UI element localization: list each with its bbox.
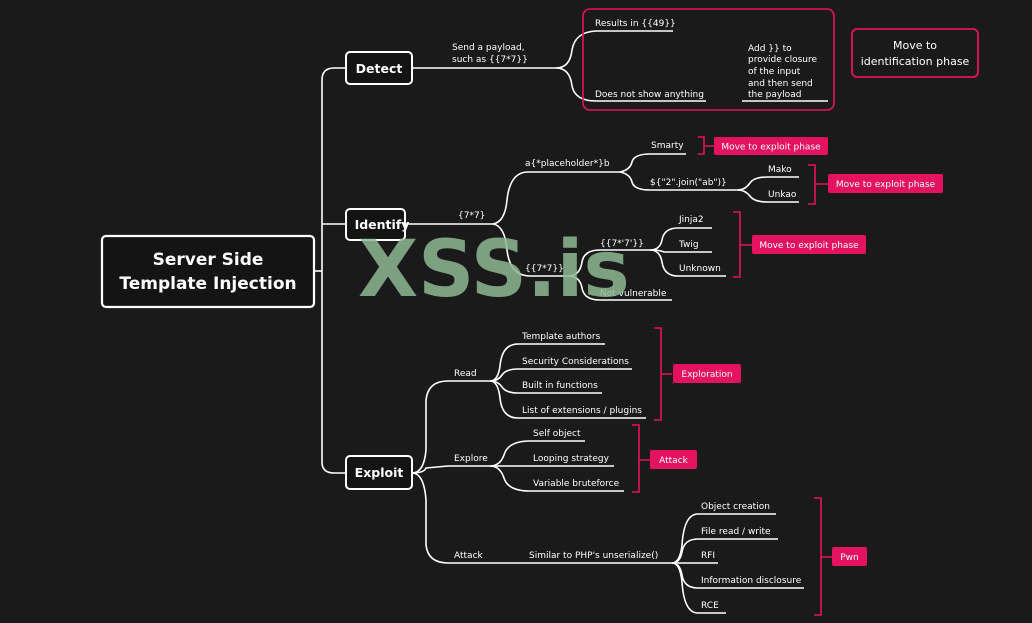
- result-none: Does not show anything: [595, 90, 704, 100]
- twig-label: Twig: [678, 240, 699, 250]
- not-vulnerable-label: Not vulnerable: [600, 289, 667, 299]
- attack-item-3: RFI: [701, 551, 715, 561]
- smarty-label: Smarty: [651, 141, 684, 151]
- exploit-labels: Read Template authors Security Considera…: [454, 332, 802, 611]
- attack-item-5: RCE: [701, 601, 719, 611]
- read-item-2: Security Considerations: [522, 357, 629, 367]
- detect-node[interactable]: Detect: [345, 51, 413, 85]
- tag-exploit-jinja-label: Move to exploit phase: [759, 241, 859, 251]
- read-item-3: Built in functions: [522, 381, 598, 391]
- detect-label: Detect: [356, 61, 403, 76]
- tag-exploit-smarty[interactable]: Move to exploit phase: [714, 137, 828, 155]
- tag-brackets: [582, 8, 835, 616]
- result-ok: Results in {{49}}: [595, 19, 676, 29]
- attack-item-1: Object creation: [701, 502, 770, 512]
- tag-exploit-mako[interactable]: Move to exploit phase: [828, 174, 943, 193]
- root-node[interactable]: Server Side Template Injection: [100, 234, 316, 309]
- read-item-1: Template authors: [521, 332, 601, 342]
- tag-attack-label: Attack: [659, 456, 689, 466]
- payload-line1: Send a payload,: [452, 43, 525, 53]
- attack-item-4: Information disclosure: [701, 576, 802, 586]
- move-note-line1: Move to: [893, 39, 937, 52]
- detect-labels: Send a payload, such as {{7*7}} Results …: [452, 19, 818, 100]
- tag-pwn-label: Pwn: [840, 553, 859, 563]
- payload-line2: such as {{7*7}}: [452, 55, 528, 65]
- exploit-node[interactable]: Exploit: [345, 455, 413, 490]
- tag-attack[interactable]: Attack: [650, 450, 697, 469]
- tag-exploit-smarty-label: Move to exploit phase: [721, 143, 821, 153]
- tag-exploration[interactable]: Exploration: [673, 364, 741, 383]
- closure-line-3: of the input: [748, 67, 801, 77]
- unkao-label: Unkao: [768, 190, 797, 200]
- explore-item-2: Looping strategy: [533, 454, 610, 464]
- explore-item-3: Variable bruteforce: [533, 479, 620, 489]
- tag-exploration-label: Exploration: [681, 370, 732, 380]
- jinja2-label: Jinja2: [678, 215, 704, 225]
- explore-label: Explore: [454, 454, 488, 464]
- attack-label: Attack: [454, 551, 484, 561]
- identify-labels: {7*7} a{*placeholder*}b Smarty ${"2".joi…: [458, 141, 797, 299]
- move-identification-note[interactable]: Move to identification phase: [851, 28, 979, 78]
- tag-exploit-mako-label: Move to exploit phase: [836, 180, 936, 190]
- attack-edge-label: Similar to PHP's unserialize(): [529, 551, 658, 561]
- root-title-line2: Template Injection: [119, 274, 296, 294]
- closure-line-2: provide closure: [748, 55, 818, 65]
- attack-item-2: File read / write: [701, 527, 771, 537]
- connector-lines: [314, 30, 828, 614]
- join-test: ${"2".join("ab")}: [650, 178, 727, 188]
- curly-str-test: {{7*'7'}}: [600, 239, 644, 249]
- placeholder-test: a{*placeholder*}b: [525, 159, 610, 169]
- closure-line-1: Add }} to: [748, 44, 792, 54]
- watermark-text: XSS.is: [358, 225, 630, 315]
- explore-item-1: Self object: [533, 429, 581, 439]
- tag-exploit-jinja[interactable]: Move to exploit phase: [752, 235, 866, 254]
- read-item-4: List of extensions / plugins: [522, 406, 642, 416]
- read-label: Read: [454, 369, 477, 379]
- mako-label: Mako: [768, 165, 792, 175]
- identify-node[interactable]: Identify: [345, 208, 410, 241]
- move-note-line2: identification phase: [861, 55, 970, 68]
- curly-test: {{7*7}}: [525, 264, 564, 274]
- closure-line-4: and then send: [748, 79, 813, 89]
- tag-pwn[interactable]: Pwn: [832, 547, 867, 566]
- exploit-label: Exploit: [355, 465, 404, 480]
- unknown-label: Unknown: [679, 264, 721, 274]
- closure-line-5: the payload: [748, 90, 801, 100]
- identify-label: Identify: [355, 217, 410, 232]
- edge-7x7: {7*7}: [458, 211, 485, 221]
- root-title-line1: Server Side: [153, 250, 264, 270]
